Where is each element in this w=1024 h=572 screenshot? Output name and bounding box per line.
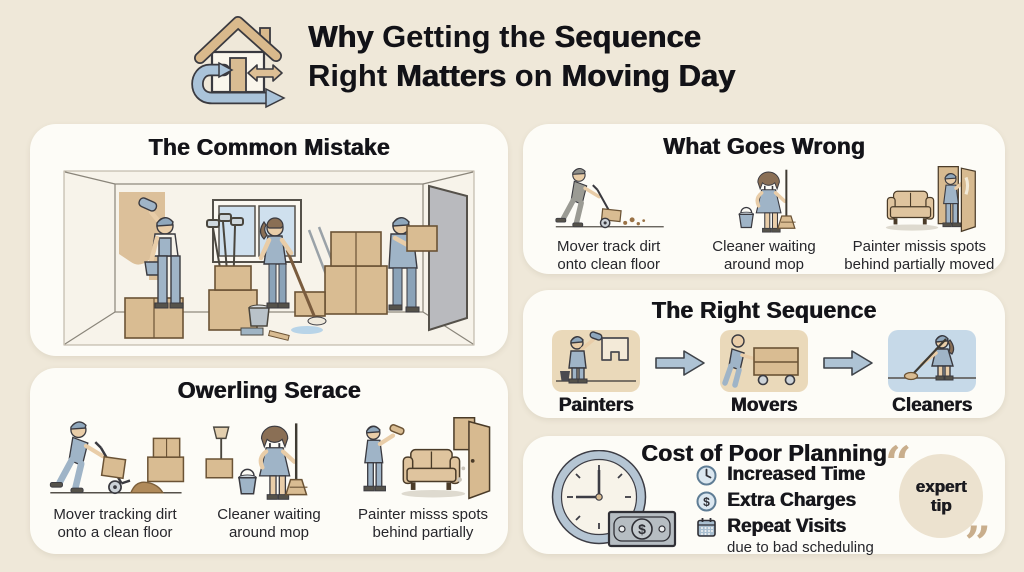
cost-item-repeat-visits: Repeat Visits	[695, 514, 874, 540]
cost-item-label: Extra Charges	[727, 490, 856, 511]
cleaner-idle-mop-icon	[738, 169, 796, 233]
sequence-step-painters: Painters	[552, 330, 640, 417]
sequence-step-label: Cleaners	[891, 395, 973, 416]
scene-caption: Painter misss spots behind partially	[357, 506, 489, 541]
expert-tip-text: expert tip	[915, 477, 967, 515]
scene-caption: Cleaner waiting around mop	[217, 506, 321, 541]
page-title: Why Getting the Sequence Right Matters o…	[308, 17, 735, 95]
card-overlapping-trades: Owerling Serace	[30, 368, 508, 554]
page-title-line2: Right Matters on Moving Day	[308, 58, 736, 93]
overlapping-scenes: Mover tracking dirt onto a clean floor	[38, 414, 500, 542]
svg-text:$: $	[638, 521, 646, 537]
card-common-mistake: The Common Mistake	[30, 124, 508, 356]
cost-item-label: Repeat Visits	[727, 516, 846, 537]
sequence-row: Painters Mo	[523, 330, 1005, 417]
cost-item-label: Increased Time	[727, 464, 866, 485]
expert-tip-badge: “ ” expert tip	[885, 440, 991, 566]
scene-mover-tracking-dirt: Mover tracking dirt onto a clean floor	[38, 414, 192, 542]
close-quote-icon: ”	[964, 516, 991, 570]
card-what-goes-wrong-title: What Goes Wrong	[663, 133, 865, 159]
card-right-sequence: The Right Sequence	[523, 290, 1005, 418]
cleaner-idle-mop-icon	[205, 423, 308, 500]
sequence-step-cleaners: Cleaners	[888, 330, 976, 417]
clock-icon	[696, 465, 717, 485]
painter-sofa-door-icon	[363, 417, 491, 500]
card-cost-title: Cost of Poor Planning	[641, 440, 887, 466]
page-title-line1: Why Getting the Sequence	[308, 19, 701, 54]
arrow-right-icon	[655, 350, 705, 376]
scene-cleaner-waiting: Cleaner waiting around mop	[192, 414, 346, 542]
cost-list: Increased Time $ Extra Charges	[695, 462, 874, 556]
mover-dolly-dirt-icon	[555, 168, 664, 229]
scene-mover-tracks-dirt: Mover track dirt onto clean floor	[531, 162, 686, 274]
clock-and-money-illustration: $	[551, 450, 677, 548]
card-common-mistake-title: The Common Mistake	[148, 134, 390, 160]
calendar-icon	[697, 517, 716, 537]
painter-tile-icon	[552, 330, 640, 392]
scene-cleaner-waiting: Cleaner waiting around mop	[686, 162, 841, 274]
sequence-step-movers: Movers	[720, 330, 808, 417]
cleaner-figure	[258, 217, 327, 326]
house-with-moving-arrows-icon	[191, 16, 286, 109]
mover-figure	[388, 217, 438, 313]
card-right-sequence-title: The Right Sequence	[651, 297, 877, 323]
cost-subtext: due to bad scheduling	[727, 539, 874, 556]
scene-painter-missed-spots: Painter misss spots behind partially	[346, 414, 500, 542]
sequence-step-label: Painters	[558, 395, 634, 416]
cost-item-extra-charges: $ Extra Charges	[695, 488, 874, 514]
card-overlapping-title: Owerling Serace	[177, 377, 361, 403]
cleaner-mopping-tile-icon	[888, 330, 976, 392]
svg-text:$: $	[703, 495, 710, 509]
card-cost-of-poor-planning: Cost of Poor Planning $	[523, 436, 1005, 566]
scene-caption: Cleaner waiting around mop	[712, 238, 816, 273]
mover-dolly-dirt-icon	[49, 421, 185, 495]
scene-painter-misses-spots: Painter missis spots behind partially mo…	[842, 162, 997, 274]
scene-caption: Mover track dirt onto clean floor	[556, 238, 661, 273]
expert-tip-circle	[899, 454, 983, 538]
open-quote-icon: “	[885, 436, 912, 490]
cost-item-increased-time: Increased Time	[695, 462, 874, 488]
painter-sofa-door-icon	[886, 166, 977, 233]
arrow-right-icon	[823, 350, 873, 376]
sequence-step-label: Movers	[730, 395, 798, 416]
what-goes-wrong-scenes: Mover track dirt onto clean floor	[531, 162, 997, 274]
card-what-goes-wrong: What Goes Wrong	[523, 124, 1005, 274]
scene-caption: Mover tracking dirt onto a clean floor	[53, 506, 177, 541]
dollar-icon: $	[696, 491, 717, 511]
painter-figure	[138, 197, 184, 309]
scene-caption: Painter missis spots behind partially mo…	[844, 238, 995, 273]
room-chaos-illustration	[63, 170, 475, 346]
mover-cart-tile-icon	[720, 330, 808, 392]
